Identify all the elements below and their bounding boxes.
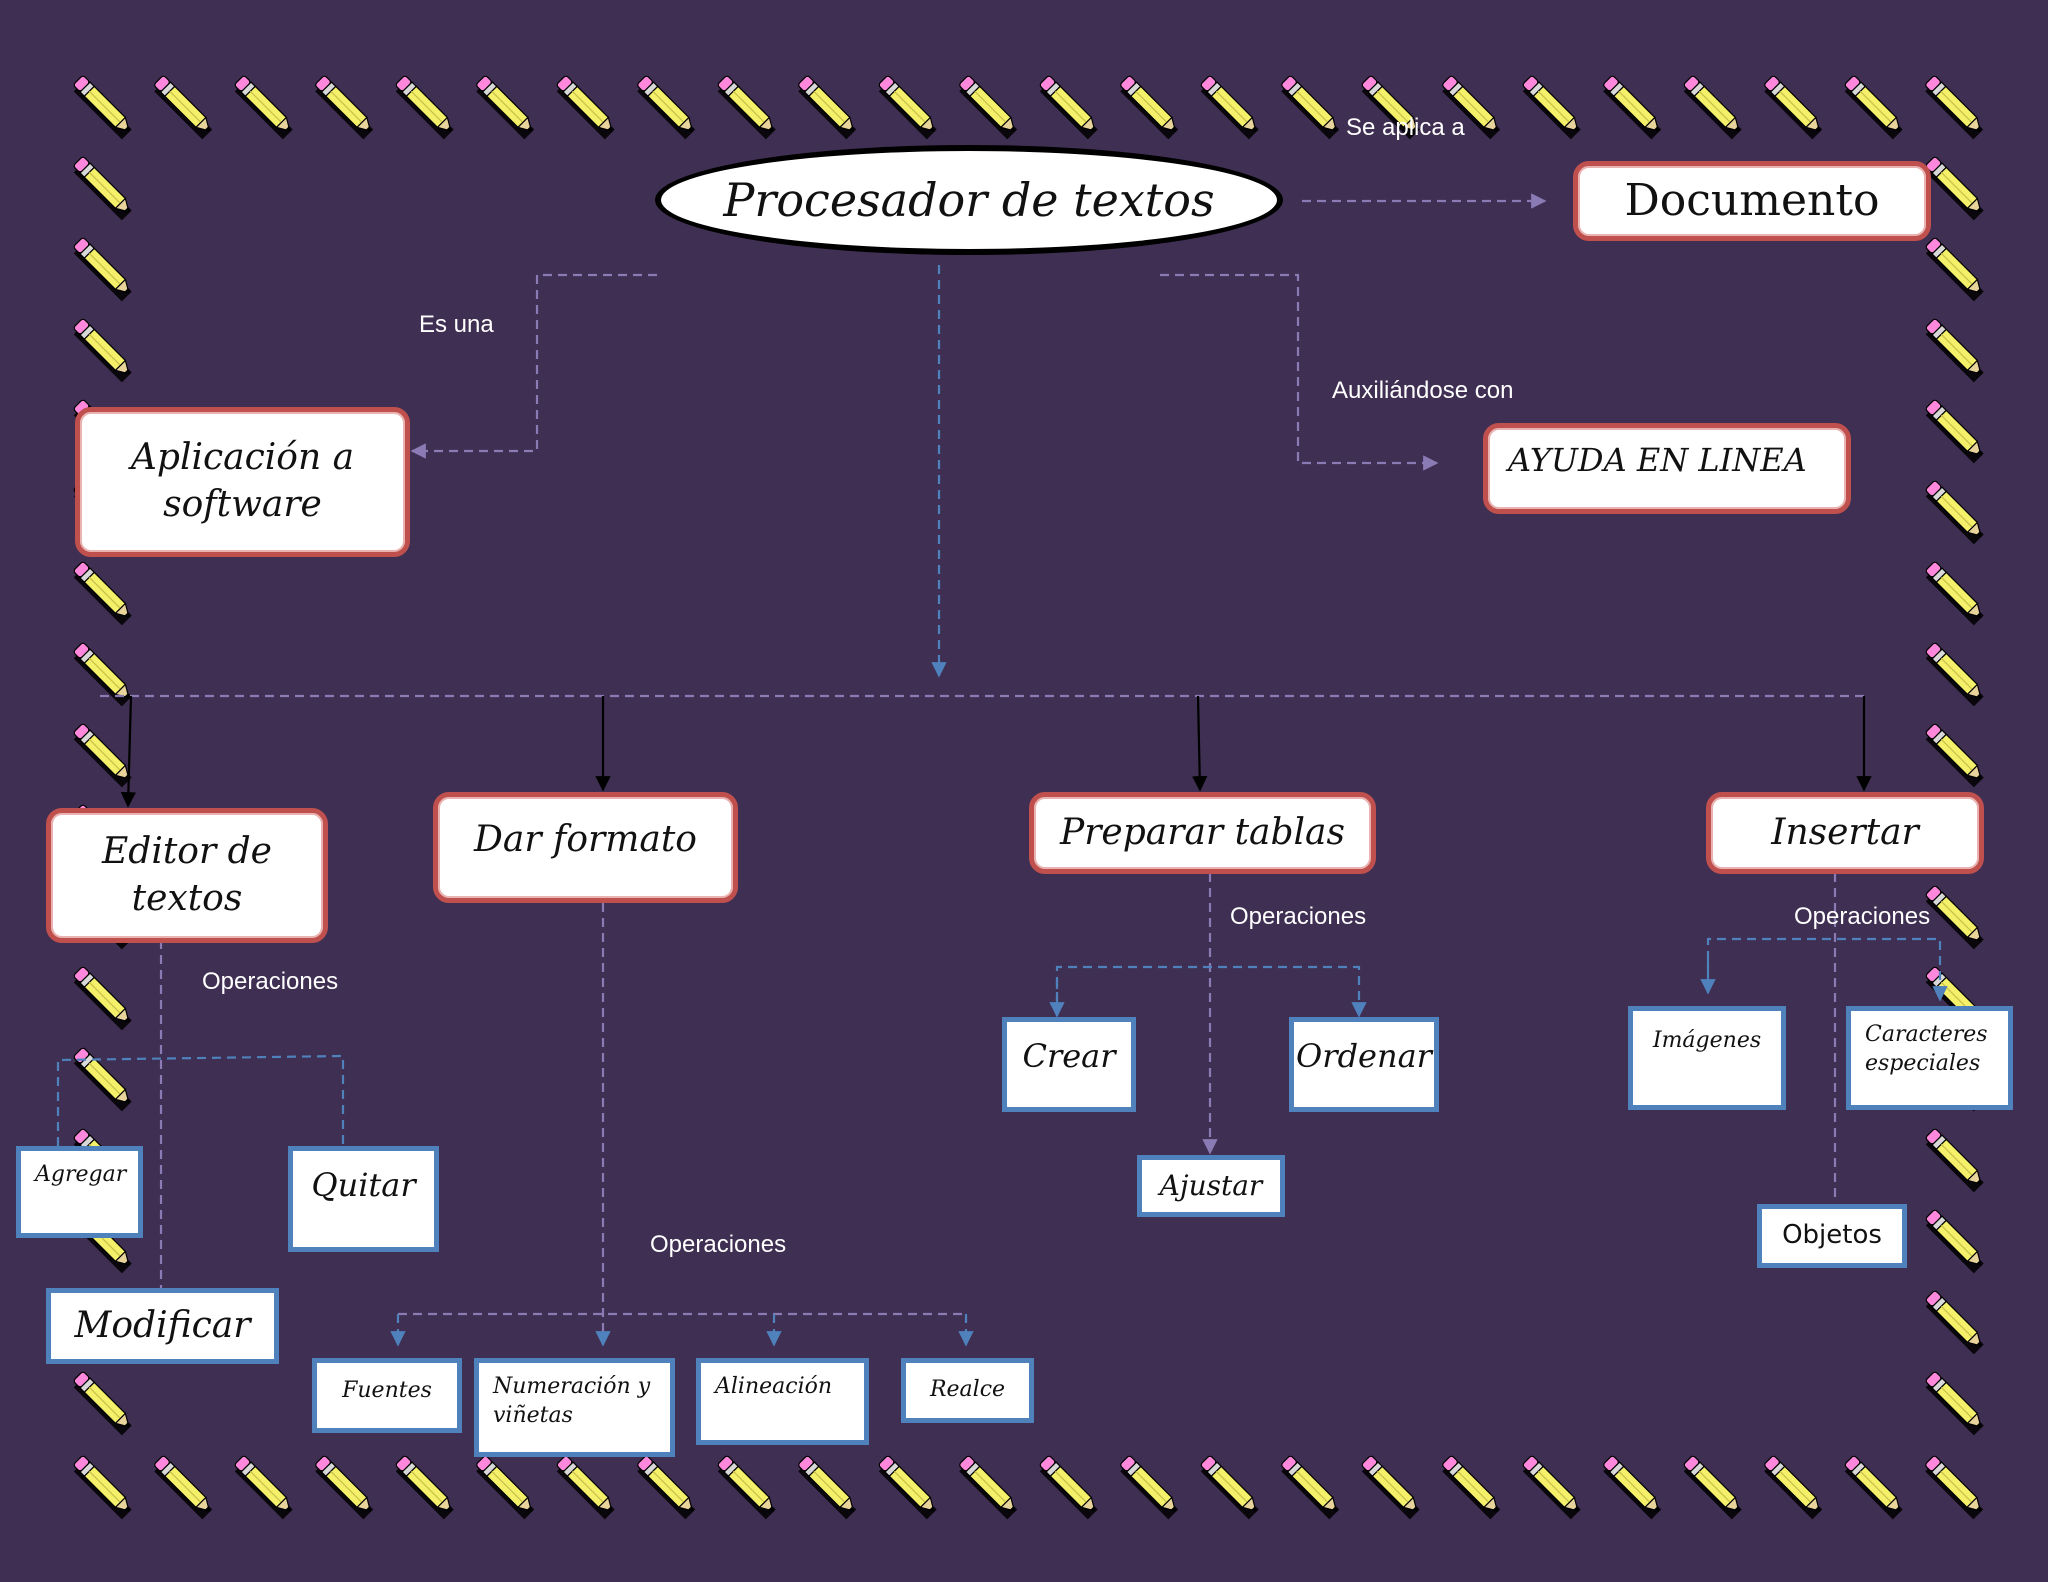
realce-node[interactable]: Realce xyxy=(901,1358,1034,1423)
ayuda-node[interactable]: AYUDA EN LINEA xyxy=(1483,423,1851,514)
caracteres-node[interactable]: Caracteres especiales xyxy=(1846,1006,2013,1110)
connector-tablas-bar xyxy=(1055,965,1367,1018)
label-es-una: Es una xyxy=(419,311,494,338)
documento-text: Documento xyxy=(1624,175,1880,227)
agregar-text: Agregar xyxy=(35,1162,127,1187)
main-topic-text: Procesador de textos xyxy=(723,173,1215,227)
editor-node[interactable]: Editor de textos xyxy=(46,808,328,943)
ajustar-text: Ajustar xyxy=(1159,1168,1263,1202)
label-operaciones-tablas: Operaciones xyxy=(1230,903,1367,930)
agregar-node[interactable]: Agregar xyxy=(16,1146,143,1238)
label-auxiliandose: Auxiliándose con xyxy=(1332,377,1514,404)
objetos-text: Objetos xyxy=(1782,1220,1882,1251)
connector-ayuda xyxy=(1160,273,1439,471)
alineacion-text: Alineación xyxy=(715,1374,833,1399)
objetos-node[interactable]: Objetos xyxy=(1757,1204,1907,1268)
modificar-text: Modificar xyxy=(74,1304,251,1346)
preparar-tablas-text: Preparar tablas xyxy=(1060,811,1345,853)
numeracion-node[interactable]: Numeración y viñetas xyxy=(474,1358,675,1457)
connector-insertar-bar xyxy=(1706,937,1948,1002)
dar-formato-node[interactable]: Dar formato xyxy=(433,792,738,903)
fuentes-text: Fuentes xyxy=(342,1378,432,1403)
ayuda-text: AYUDA EN LINEA xyxy=(1508,441,1807,479)
aplicacion-node[interactable]: Aplicación a software xyxy=(75,407,410,557)
numeracion-text: Numeración y viñetas xyxy=(493,1374,651,1428)
label-operaciones-editor: Operaciones xyxy=(202,968,339,995)
crear-node[interactable]: Crear xyxy=(1002,1017,1136,1112)
quitar-node[interactable]: Quitar xyxy=(288,1146,439,1252)
quitar-text: Quitar xyxy=(311,1166,416,1204)
connector-editor xyxy=(120,695,137,808)
caracteres-text: Caracteres especiales xyxy=(1865,1022,1988,1076)
ordenar-text: Ordenar xyxy=(1296,1037,1432,1075)
insertar-node[interactable]: Insertar xyxy=(1706,792,1984,874)
dar-formato-text: Dar formato xyxy=(474,819,697,860)
imagenes-text: Imágenes xyxy=(1652,1028,1762,1053)
realce-text: Realce xyxy=(929,1377,1006,1403)
crear-text: Crear xyxy=(1022,1037,1116,1075)
aplicacion-text: Aplicación a software xyxy=(130,437,355,525)
label-se-aplica: Se aplica a xyxy=(1346,114,1465,141)
label-operaciones-formato: Operaciones xyxy=(650,1231,787,1258)
fuentes-node[interactable]: Fuentes xyxy=(312,1358,462,1433)
connector-aplicacion xyxy=(410,273,657,459)
main-topic-node[interactable]: Procesador de textos xyxy=(655,145,1283,255)
insertar-text: Insertar xyxy=(1771,811,1919,853)
alineacion-node[interactable]: Alineación xyxy=(696,1358,869,1445)
ajustar-node[interactable]: Ajustar xyxy=(1137,1155,1285,1217)
connector-tablas xyxy=(1192,695,1208,792)
imagenes-node[interactable]: Imágenes xyxy=(1628,1006,1786,1110)
modificar-node[interactable]: Modificar xyxy=(46,1288,279,1364)
label-operaciones-insertar: Operaciones xyxy=(1794,903,1931,930)
connector-editor-bar xyxy=(56,1054,345,1146)
preparar-tablas-node[interactable]: Preparar tablas xyxy=(1029,792,1376,874)
editor-text: Editor de textos xyxy=(102,830,272,919)
documento-node[interactable]: Documento xyxy=(1573,161,1931,241)
ordenar-node[interactable]: Ordenar xyxy=(1289,1017,1439,1112)
